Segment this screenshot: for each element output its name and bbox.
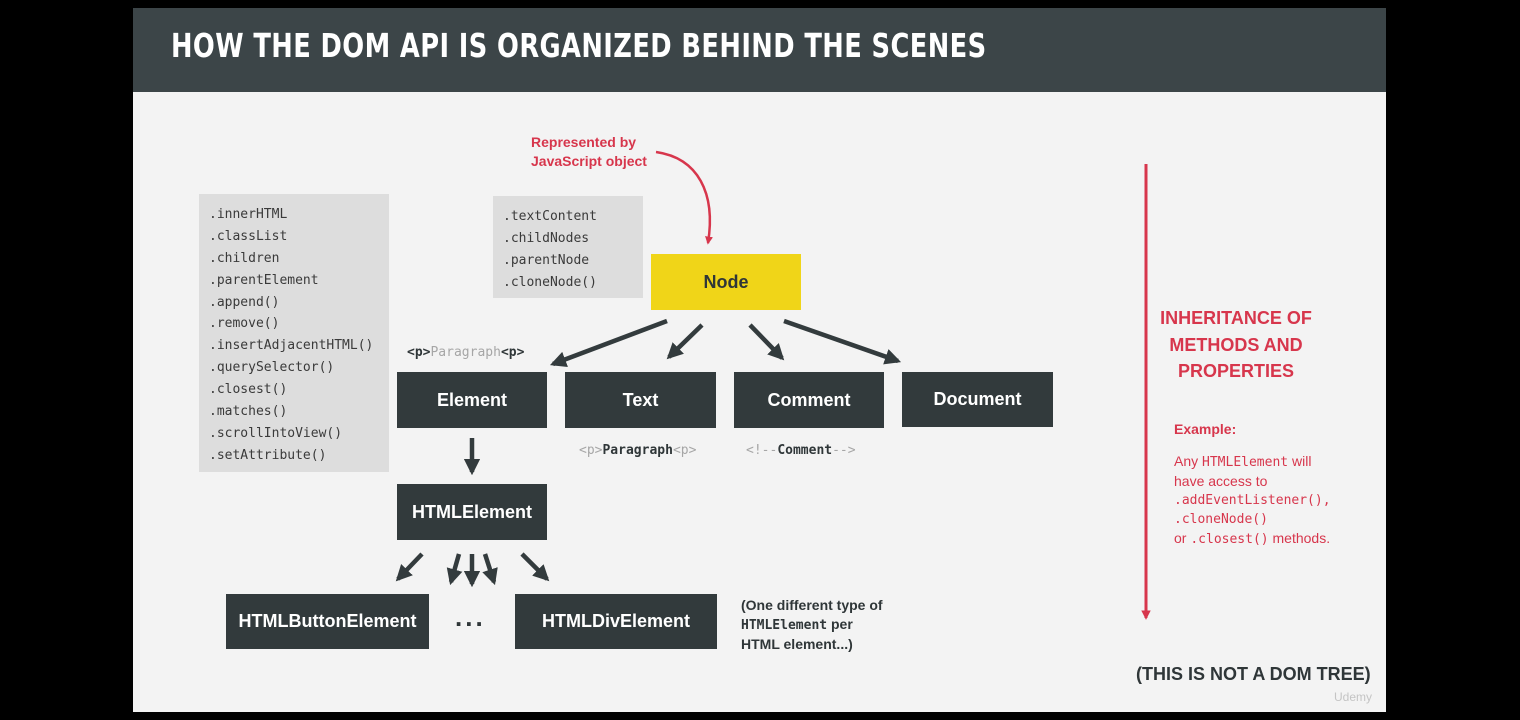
example-code-clonenode: .cloneNode() xyxy=(1174,512,1268,527)
inheritance-title: INHERITANCE OF METHODS AND PROPERTIES xyxy=(1160,308,1312,381)
one-diff-line-3: HTML element...) xyxy=(741,636,853,652)
element-method: .insertAdjacentHTML() xyxy=(209,338,374,354)
example-code-addeventlistener: .addEventListener(), xyxy=(1174,493,1331,508)
element-method: .remove() xyxy=(209,316,280,332)
element-method: .setAttribute() xyxy=(209,447,327,463)
element-method: .children xyxy=(209,250,280,266)
element-method: .scrollIntoView() xyxy=(209,425,343,441)
represented-line-1: Represented by xyxy=(531,134,637,150)
arrow-htmlelement-left-mid xyxy=(446,553,463,586)
example-line-5: or .closest() methods. xyxy=(1174,529,1331,549)
comment-example-content: Comment xyxy=(777,443,833,458)
element-example-open-tag: <p> xyxy=(407,345,431,360)
element-example-content: Paragraph xyxy=(430,345,501,360)
comment-example-close: --> xyxy=(832,443,856,458)
htmlelement-box: HTMLElement xyxy=(397,484,547,540)
slide-header: HOW THE DOM API IS ORGANIZED BEHIND THE … xyxy=(133,8,1386,92)
comment-example: <!--Comment--> xyxy=(746,443,856,458)
htmldivelement-box: HTMLDivElement xyxy=(515,594,717,649)
example-will: will xyxy=(1288,453,1312,469)
slide-title: HOW THE DOM API IS ORGANIZED BEHIND THE … xyxy=(171,26,987,65)
comment-example-open: <!-- xyxy=(746,443,778,458)
element-methods-panel: .innerHTML .classList .children .parentE… xyxy=(199,194,389,472)
example-text: Any HTMLElement will have access to .add… xyxy=(1174,452,1331,549)
text-box: Text xyxy=(565,372,716,428)
comment-box: Comment xyxy=(734,372,884,428)
node-method: .cloneNode() xyxy=(503,274,597,290)
node-method: .parentNode xyxy=(503,252,590,268)
document-box: Document xyxy=(902,372,1053,427)
represented-line-2: JavaScript object xyxy=(531,153,647,169)
element-example-close-tag: <p> xyxy=(500,345,525,360)
represented-arrow xyxy=(655,150,713,245)
element-example: <p>Paragraph<p> xyxy=(407,345,524,360)
arrows-layer xyxy=(395,150,1151,620)
element-method: .querySelector() xyxy=(209,360,335,376)
element-box: Element xyxy=(397,372,547,428)
text-example-open-tag: <p> xyxy=(579,443,603,458)
element-method: .matches() xyxy=(209,404,288,420)
text-example-content: Paragraph xyxy=(602,443,673,458)
htmlbuttonelement-box: HTMLButtonElement xyxy=(226,594,429,649)
element-method: .innerHTML xyxy=(209,207,288,222)
represented-by-label: Represented by JavaScript object xyxy=(531,133,647,171)
arrow-node-to-document xyxy=(783,318,902,365)
one-diff-code: HTMLElement xyxy=(741,618,828,633)
example-code-htmlelement: HTMLElement xyxy=(1202,455,1289,470)
arrow-node-to-text xyxy=(666,323,704,360)
example-label: Example: xyxy=(1174,421,1237,437)
element-method: .classList xyxy=(209,228,288,244)
element-method: .closest() xyxy=(209,382,288,398)
node-box: Node xyxy=(651,254,801,310)
one-diff-after-code: per xyxy=(827,616,853,632)
one-diff-line-2: HTMLElement per xyxy=(741,615,883,635)
arrow-node-to-element xyxy=(549,318,668,368)
element-method: .parentElement xyxy=(209,272,319,288)
example-methods: methods. xyxy=(1268,530,1331,546)
one-diff-line-1: (One different type of xyxy=(741,597,883,613)
one-different-type-note: (One different type of HTMLElement per H… xyxy=(741,596,883,654)
arrow-htmlelement-to-button xyxy=(395,552,424,582)
element-method: .append() xyxy=(209,294,280,310)
not-dom-tree-note: (THIS IS NOT A DOM TREE) xyxy=(1136,664,1371,684)
text-example: <p>Paragraph<p> xyxy=(579,443,696,458)
udemy-watermark: Udemy xyxy=(1334,690,1373,704)
example-code-closest: .closest() xyxy=(1190,532,1269,547)
example-line-2: have access to xyxy=(1174,473,1268,489)
node-method: .childNodes xyxy=(503,230,590,246)
ellipsis: ... xyxy=(455,602,486,632)
text-example-close-tag: <p> xyxy=(672,443,697,458)
arrow-node-to-comment xyxy=(748,323,785,361)
arrow-htmlelement-to-div xyxy=(520,552,550,582)
slide: HOW THE DOM API IS ORGANIZED BEHIND THE … xyxy=(133,8,1386,712)
arrow-htmlelement-right-mid xyxy=(482,553,498,586)
node-method: .textContent xyxy=(503,209,597,224)
example-or: or xyxy=(1174,530,1191,546)
example-line-1: Any HTMLElement will xyxy=(1174,452,1331,472)
node-methods-panel: .textContent .childNodes .parentNode .cl… xyxy=(493,196,643,298)
example-any: Any xyxy=(1174,453,1203,469)
